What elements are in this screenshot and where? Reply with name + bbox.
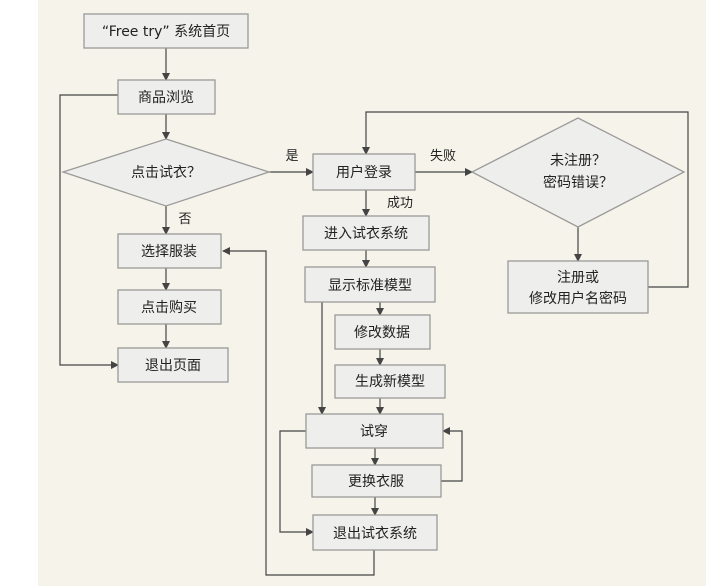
node-try-decision: 点击试衣？ [60, 138, 272, 207]
node-error-line1: 未注册？ [550, 153, 606, 169]
node-click-buy-label: 点击购买 [141, 300, 197, 316]
node-browse: 商品浏览 [117, 79, 216, 115]
node-try-on-label: 试穿 [360, 424, 388, 440]
node-error-check: 未注册？ 密码错误？ [470, 117, 686, 228]
node-show-model-label: 显示标准模型 [328, 278, 412, 294]
node-error-line2: 密码错误？ [543, 174, 613, 191]
node-select-clothes-label: 选择服装 [141, 244, 197, 260]
node-register-line1: 注册或 [557, 270, 599, 286]
node-enter-system: 进入试衣系统 [302, 215, 430, 251]
node-browse-label: 商品浏览 [138, 90, 194, 106]
node-modify-data-label: 修改数据 [354, 325, 410, 341]
edge-label-no: 否 [178, 212, 191, 227]
node-show-model: 显示标准模型 [304, 266, 436, 303]
node-register-line2: 修改用户名密码 [529, 290, 627, 307]
node-exit-page-label: 退出页面 [145, 358, 201, 374]
node-home-label: “Free try” 系统首页 [102, 24, 230, 40]
node-change-clothes: 更换衣服 [311, 464, 442, 498]
node-click-buy: 点击购买 [117, 289, 222, 325]
node-enter-system-label: 进入试衣系统 [324, 226, 408, 242]
edge-label-fail: 失败 [430, 149, 456, 164]
node-change-clothes-label: 更换衣服 [348, 473, 404, 490]
node-modify-data: 修改数据 [334, 314, 431, 350]
edge-label-yes: 是 [285, 149, 298, 164]
arrow-exit-system-back-to-select [222, 247, 375, 576]
node-home: “Free try” 系统首页 [83, 13, 249, 49]
edge-label-success: 成功 [387, 196, 413, 211]
arrow-tryon-to-exit-system [279, 430, 314, 536]
node-try-on: 试穿 [305, 413, 444, 449]
node-user-login: 用户登录 [312, 153, 416, 191]
node-register: 注册或 修改用户名密码 [507, 260, 649, 314]
node-exit-system: 退出试衣系统 [312, 514, 438, 551]
node-select-clothes: 选择服装 [117, 233, 222, 269]
node-try-decision-label: 点击试衣？ [131, 165, 201, 181]
arrow-change-loop-to-tryon [441, 427, 463, 482]
arrow-browse-loop-to-exit [59, 94, 119, 369]
connectors [59, 48, 689, 576]
node-new-model: 生成新模型 [334, 364, 446, 399]
node-exit-system-label: 退出试衣系统 [333, 526, 417, 542]
arrow-register-back-to-login [362, 111, 689, 288]
node-new-model-label: 生成新模型 [355, 374, 425, 390]
node-exit-page: 退出页面 [117, 347, 229, 383]
node-user-login-label: 用户登录 [336, 164, 392, 181]
